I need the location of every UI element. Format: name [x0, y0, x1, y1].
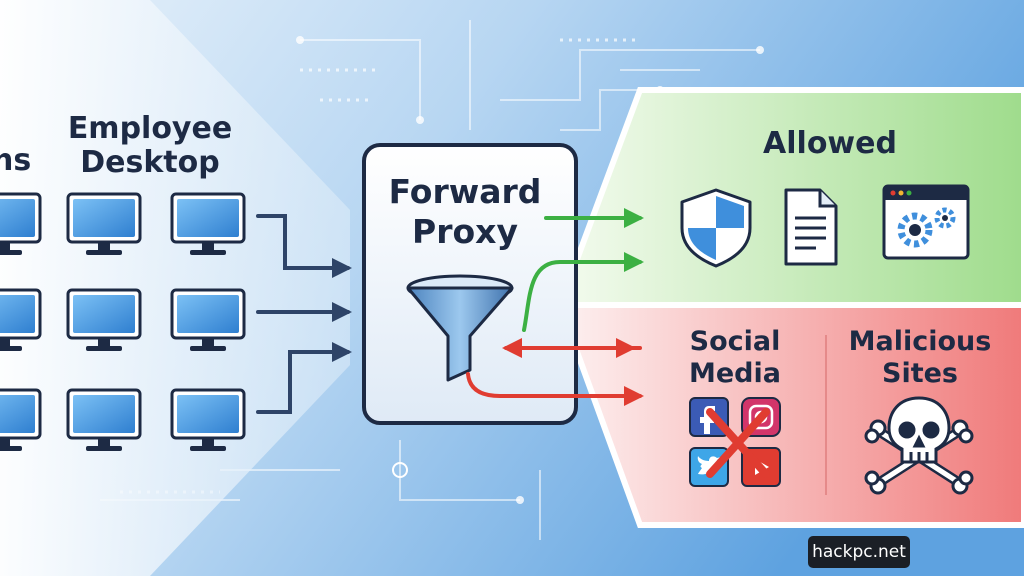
social-icons	[689, 397, 781, 487]
document-icon	[784, 188, 838, 266]
twitter-icon	[689, 447, 729, 487]
employee-devices	[0, 192, 246, 453]
employees-label-partial: ns	[0, 143, 32, 178]
blocked-arrows	[466, 338, 644, 406]
malicious-sites-label: Malicious Sites	[848, 326, 992, 389]
skull-crossbones-icon	[864, 396, 974, 495]
social-media-label: Social Media	[689, 326, 781, 389]
blocked-x-icon	[706, 408, 770, 478]
inbound-arrows	[256, 214, 352, 414]
settings-window-icon	[882, 184, 970, 260]
allowed-arrows	[522, 208, 644, 332]
blocked-panel	[555, 302, 1024, 528]
employee-desktop-label: Employee Desktop	[67, 111, 233, 180]
forward-proxy-label: Forward Proxy	[388, 172, 542, 251]
allowed-label: Allowed	[763, 126, 897, 161]
funnel-icon	[406, 274, 514, 382]
shield-icon	[680, 188, 752, 268]
watermark: hackpc.net	[808, 536, 910, 568]
